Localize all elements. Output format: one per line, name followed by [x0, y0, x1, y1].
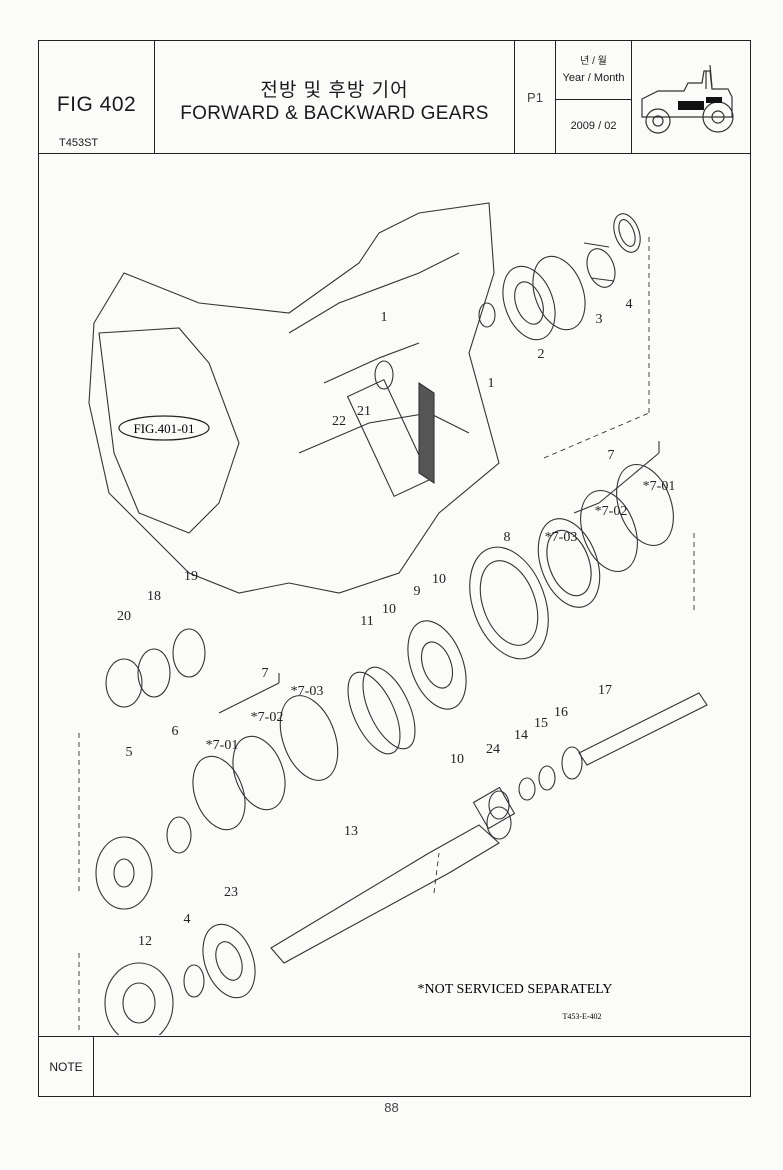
page-cell: P1 [515, 41, 556, 153]
logo-cell [632, 41, 750, 153]
part-label: 10 [382, 602, 396, 617]
note-row: NOTE [39, 1036, 750, 1097]
part-label: 21 [357, 404, 371, 419]
part-label: 24 [486, 742, 500, 757]
part-label: 23 [224, 885, 238, 900]
part-label: 7 [262, 666, 269, 681]
diagram-canvas: FIG.401-01 1 1 2 3 4 7 *7-01 *7-02 *7-03… [78, 202, 708, 1044]
date-label-english: Year / Month [562, 72, 625, 84]
transmission-housing [88, 202, 500, 594]
title-cell: 전방 및 후방 기어 FORWARD & BACKWARD GEARS [155, 41, 515, 153]
part-label: 19 [184, 569, 198, 584]
part-label: 20 [117, 609, 131, 624]
part-label: 22 [332, 414, 346, 429]
page-number: P1 [527, 90, 543, 105]
part-label: 16 [554, 705, 568, 720]
part-label: 17 [598, 683, 612, 698]
part-label: 9 [414, 584, 421, 599]
footnote: *NOT SERVICED SEPARATELY [417, 982, 612, 997]
part-label: 11 [360, 614, 373, 629]
model-code: T453ST [59, 137, 99, 149]
part-label: 4 [184, 912, 191, 927]
note-cell: NOTE [39, 1037, 94, 1097]
part-label: 15 [534, 716, 548, 731]
note-label: NOTE [49, 1060, 83, 1074]
page-frame: FIG 402 T453ST 전방 및 후방 기어 FORWARD & BACK… [38, 40, 751, 1097]
part-label: *7-02 [595, 504, 628, 519]
part-label: 13 [344, 824, 358, 839]
part-label: *7-01 [643, 479, 676, 494]
header: FIG 402 T453ST 전방 및 후방 기어 FORWARD & BACK… [39, 41, 750, 154]
reference-label: FIG.401-01 [133, 421, 194, 436]
part-label: 10 [450, 752, 464, 767]
part-label: 6 [172, 724, 179, 739]
fig-cell: FIG 402 T453ST [39, 41, 155, 153]
date-label-box: 년 / 월 Year / Month [556, 41, 631, 100]
date-value: 2009 / 02 [570, 120, 617, 132]
part-label: 1 [381, 310, 388, 325]
part-label: *7-01 [206, 738, 239, 753]
part-label: 1 [488, 376, 495, 391]
drawing-code: T453-E-402 [562, 1012, 601, 1021]
part-label: 3 [596, 312, 603, 327]
part-label: 4 [626, 297, 633, 312]
part-label: 18 [147, 589, 161, 604]
title-korean: 전방 및 후방 기어 [260, 80, 409, 101]
part-label: *7-03 [545, 530, 578, 545]
part-label: *7-03 [291, 684, 324, 699]
page-footer-number: 88 [384, 1100, 399, 1115]
part-label: 10 [432, 572, 446, 587]
part-label: 14 [514, 728, 528, 743]
part-label: 8 [504, 530, 511, 545]
main-shaft [270, 824, 500, 964]
date-label-korean: 년 / 월 [580, 56, 607, 67]
exploded-diagram: FIG.401-01 1 1 2 3 4 7 *7-01 *7-02 *7-03… [39, 153, 750, 1044]
part-label: 7 [608, 448, 615, 463]
tractor-icon [641, 64, 734, 134]
part-label: *7-02 [251, 710, 284, 725]
date-cell: 년 / 월 Year / Month 2009 / 02 [556, 41, 632, 153]
fig-number: FIG 402 [56, 93, 137, 116]
part-label: 12 [138, 934, 152, 949]
title-english: FORWARD & BACKWARD GEARS [180, 103, 489, 124]
part-label: 5 [126, 745, 133, 760]
part-label: 2 [538, 347, 545, 362]
